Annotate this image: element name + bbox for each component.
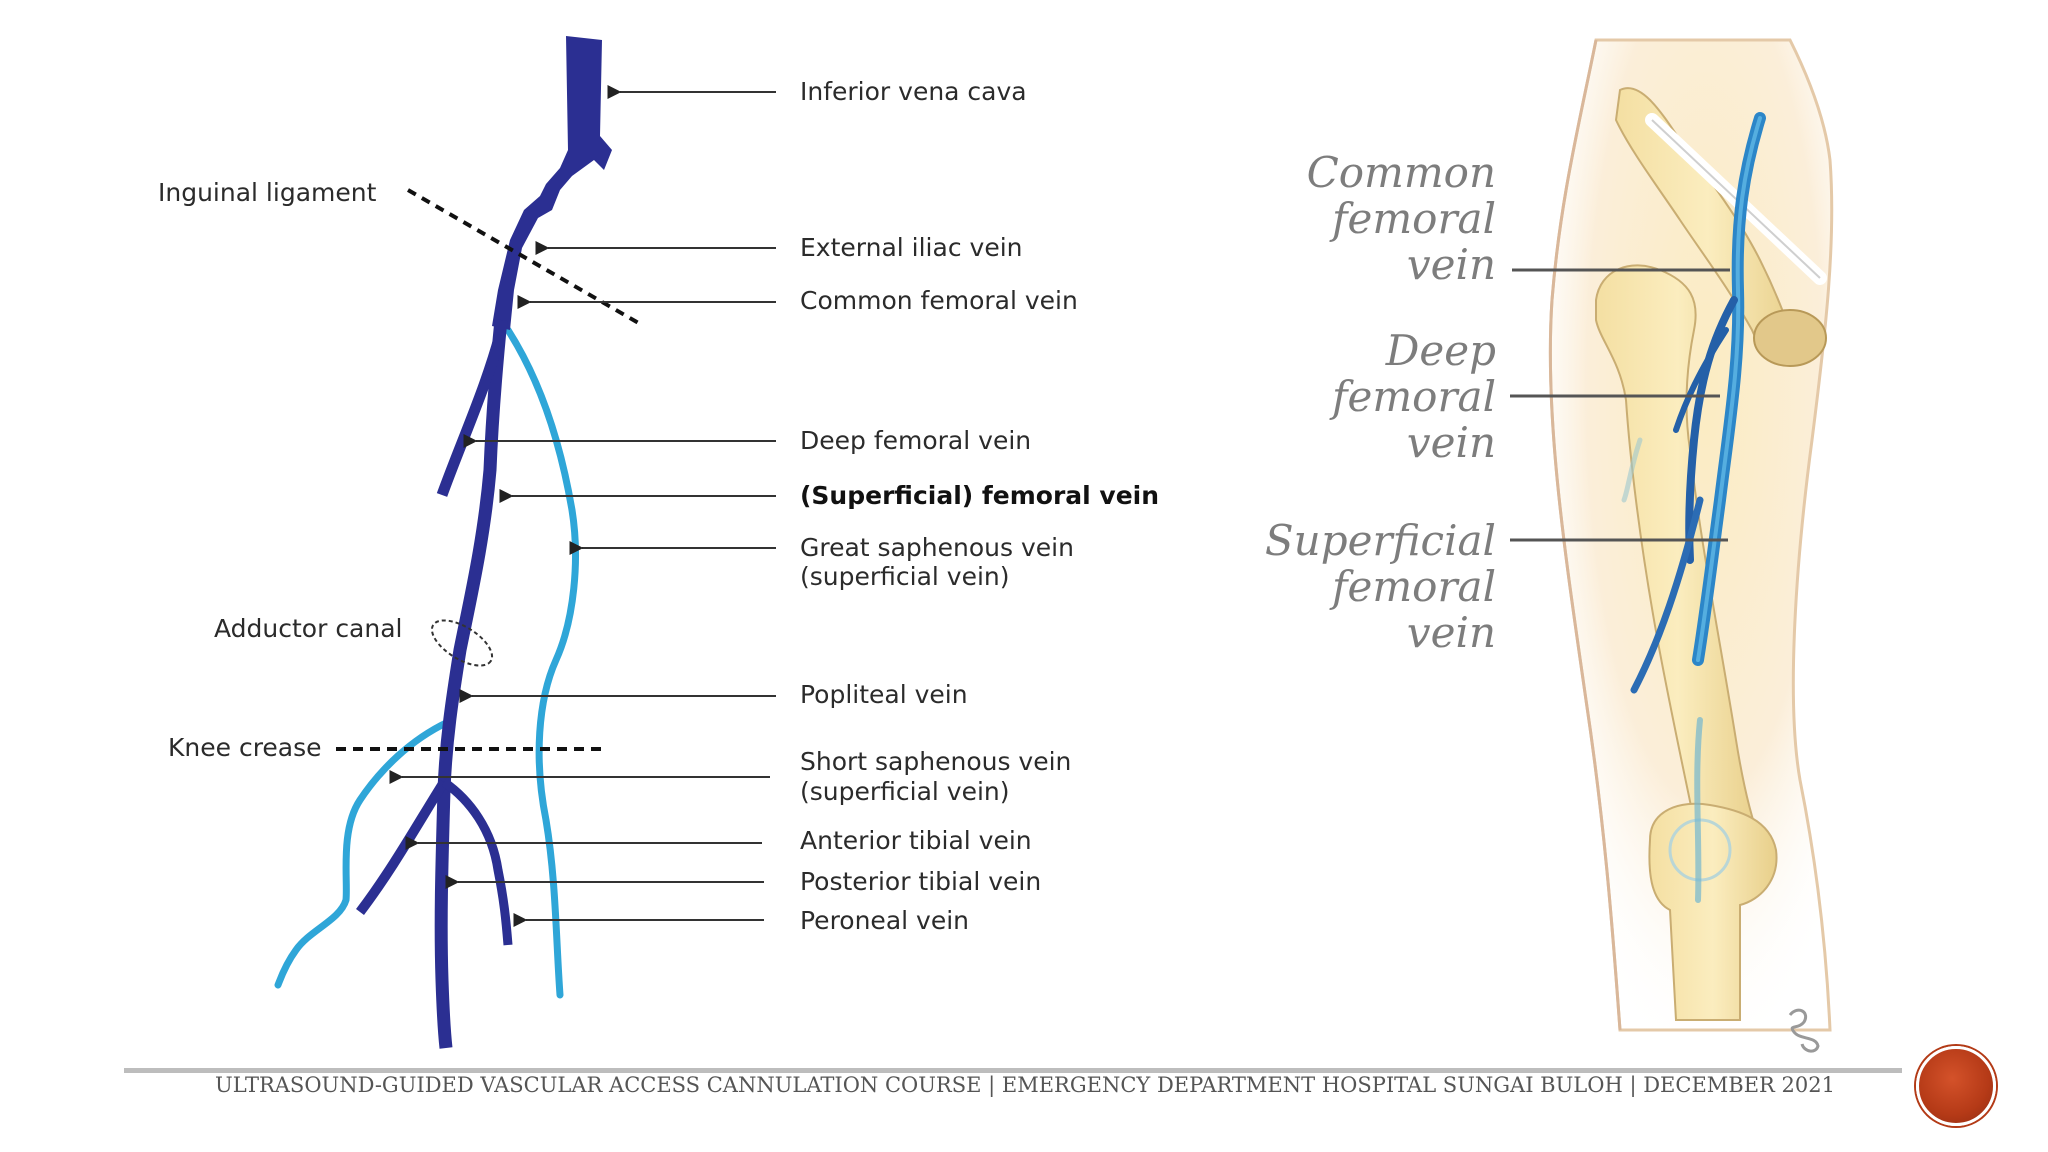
label-peroneal-vein: Peroneal vein <box>800 906 969 935</box>
label-external-iliac-vein: External iliac vein <box>800 233 1023 262</box>
anterior-tibial-branch <box>356 779 449 916</box>
label-knee-crease: Knee crease <box>168 733 322 762</box>
knee-bones <box>1648 802 1778 1021</box>
slide-number-badge <box>1916 1046 1996 1126</box>
illustration-veins <box>1621 112 1766 903</box>
label-great-saphenous-vein: Great saphenous vein <box>800 533 1074 562</box>
femur-bone <box>1595 264 1762 852</box>
adductor-canal-ring <box>430 619 494 667</box>
artist-signature <box>1788 1008 1820 1053</box>
deep-vein-trunk <box>434 319 508 1049</box>
caption-common-femoral-vein: Common femoral vein <box>1306 148 1496 289</box>
label-inguinal-ligament: Inguinal ligament <box>158 178 377 207</box>
label-inferior-vena-cava: Inferior vena cava <box>800 77 1027 106</box>
leader-lines <box>389 85 776 927</box>
label-adductor-canal: Adductor canal <box>214 614 403 643</box>
footer-text: ULTRASOUND-GUIDED VASCULAR ACCESS CANNUL… <box>215 1073 1835 1097</box>
label-popliteal-vein: Popliteal vein <box>800 680 968 709</box>
label-common-femoral-vein: Common femoral vein <box>800 286 1078 315</box>
deep-femoral-vein <box>436 333 506 497</box>
label-superficial-femoral-vein: (Superficial) femoral vein <box>800 481 1160 510</box>
label-short-saphenous-sub: (superficial vein) <box>800 777 1010 806</box>
deep-veins <box>492 36 612 330</box>
caption-deep-femoral-vein: Deep femoral vein <box>1331 326 1496 467</box>
great-saphenous-vein <box>504 326 579 999</box>
caption-superficial-femoral-vein: Superficial femoral vein <box>1264 516 1496 657</box>
label-deep-femoral-vein: Deep femoral vein <box>800 426 1032 455</box>
caption-leaders <box>1510 268 1730 542</box>
label-posterior-tibial-vein: Posterior tibial vein <box>800 867 1042 896</box>
short-saphenous-vein <box>274 718 452 989</box>
label-short-saphenous-vein: Short saphenous vein <box>800 747 1072 776</box>
label-anterior-tibial-vein: Anterior tibial vein <box>800 826 1032 855</box>
peroneal-branch <box>441 778 513 946</box>
label-great-saphenous-sub: (superficial vein) <box>800 562 1010 591</box>
footer-rule <box>124 1068 1902 1073</box>
